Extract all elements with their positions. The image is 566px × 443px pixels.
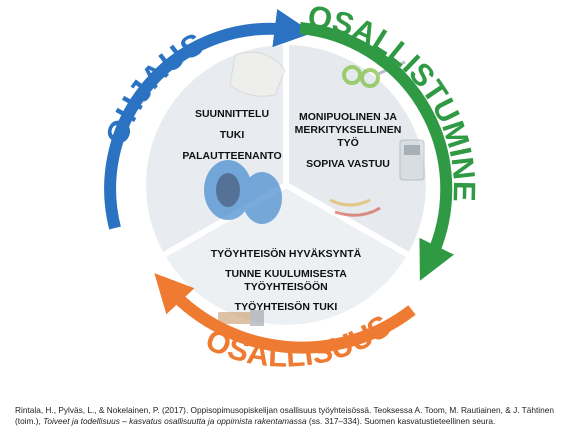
text-suunnittelu: SUUNNITTELU	[195, 108, 269, 120]
osallistuminen-arrow	[299, 22, 454, 281]
text-tuki: TUKI	[220, 129, 245, 141]
text-palautteenanto: PALAUTTEENANTO	[182, 150, 281, 162]
cable-illustration	[329, 198, 381, 217]
participation-diagram: OHJAUS OSALLISTUMINEN OSALLISUUS SUUNNIT…	[0, 0, 482, 374]
citation: Rintala, H., Pylväs, L., & Nokelainen, P…	[15, 405, 555, 427]
text-sopiva-vastuu: SOPIVA VASTUU	[306, 158, 390, 170]
left-segment-text: SUUNNITTELU TUKI PALAUTTEENANTO	[182, 108, 281, 162]
citation-title: Toiveet ja todellisuus – kasvatus osalli…	[43, 416, 307, 426]
text-monipuolinen: MONIPUOLINEN JA	[299, 111, 397, 123]
text-tunne-kuulumisesta: TUNNE KUULUMISESTA	[225, 268, 347, 280]
brush-illustration	[218, 310, 264, 326]
text-merkityksellinen: MERKITYKSELLINEN	[295, 124, 402, 136]
bottom-segment-text: TYÖYHTEISÖN HYVÄKSYNTÄ TUNNE KUULUMISEST…	[211, 247, 362, 313]
text-hyvaksynta: TYÖYHTEISÖN HYVÄKSYNTÄ	[211, 247, 362, 260]
osallisuus-arrow	[154, 273, 416, 354]
text-tyo: TYÖ	[337, 136, 359, 149]
ohjaus-arrow	[104, 9, 313, 230]
multimeter-illustration	[399, 139, 425, 181]
headphones-illustration	[204, 160, 282, 224]
text-tyoyhteison-tuki: TYÖYHTEISÖN TUKI	[235, 300, 338, 313]
text-tyoyhteisoon: TYÖYHTEISÖÖN	[244, 280, 327, 293]
citation-part2: (ss. 317–334). Suomen kasvatustieteellin…	[306, 416, 496, 426]
gloves-illustration	[229, 51, 286, 97]
right-segment-text: MONIPUOLINEN JA MERKITYKSELLINEN TYÖ SOP…	[295, 111, 402, 170]
citation-part1: Rintala, H., Pylväs, L., & Nokelainen, P…	[15, 405, 554, 426]
